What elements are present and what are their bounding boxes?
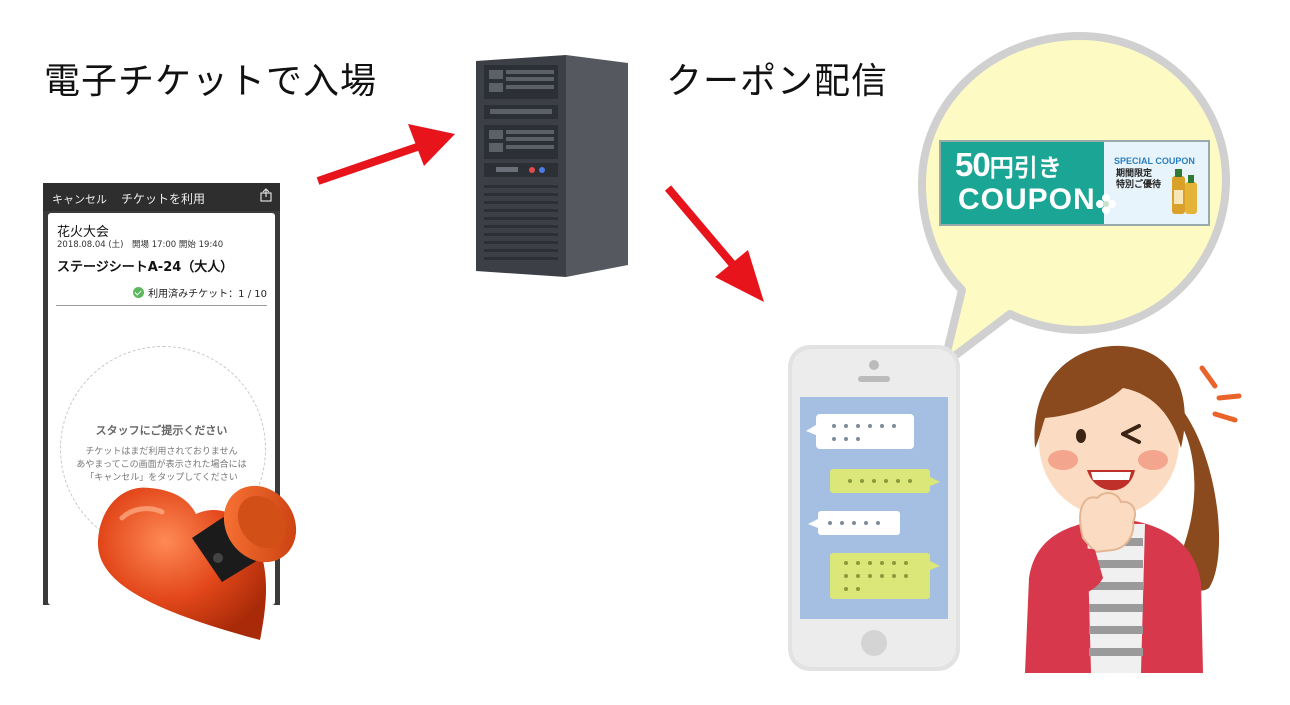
ticket-topbar: キャンセル チケットを利用 [43, 183, 280, 211]
notice-line-1: チケットはまだ利用されておりません [85, 447, 238, 457]
cancel-button[interactable]: キャンセル [52, 193, 107, 206]
coupon-special: SPECIAL COUPON [1114, 156, 1195, 166]
event-date: 2018.08.04 (土) 開場 17:00 開始 19:40 [57, 240, 224, 250]
coupon-limited: 期間限定 特別ご優待 [1116, 169, 1162, 190]
coupon-card[interactable]: 50円引き COUPON SPECIAL COUPON 期間限定 特別ご優待 [939, 140, 1210, 226]
ticket-title: チケットを利用 [121, 192, 206, 206]
share-icon[interactable] [260, 188, 272, 202]
heading-coupon: クーポン配信 [666, 61, 889, 102]
arrow-to-server [316, 124, 455, 185]
heart-stamp-icon [97, 485, 297, 640]
seat-label: ステージシートA-24（大人） [57, 260, 234, 275]
arrow-to-phone [664, 185, 764, 302]
flower-icon [1096, 194, 1116, 214]
staff-prompt: スタッフにご提示ください [95, 424, 228, 437]
used-tickets-row: 利用済みチケット：1 / 10 [133, 285, 267, 300]
smartphone-icon [788, 345, 960, 671]
coupon-word: COUPON [958, 183, 1096, 216]
chat-bubbles [806, 414, 940, 599]
notice-line-2: あやまってこの画面が表示された場合には [76, 460, 247, 470]
coupon-amount: 50円引き [955, 146, 1062, 183]
notice-line-3: 「キャンセル」をタップしてください [85, 473, 238, 483]
tea-bottle-icon [1172, 169, 1197, 214]
used-tickets-label: 利用済みチケット：1 / 10 [148, 289, 267, 300]
divider [56, 305, 267, 306]
event-name: 花火大会 [57, 225, 110, 240]
coupon-left-panel: 50円引き COUPON [941, 142, 1104, 224]
server-icon [476, 55, 628, 277]
heading-entry: 電子チケットで入場 [44, 61, 378, 102]
check-icon [133, 287, 145, 298]
excitement-marks-icon [1199, 365, 1242, 423]
woman-icon [1025, 345, 1242, 673]
